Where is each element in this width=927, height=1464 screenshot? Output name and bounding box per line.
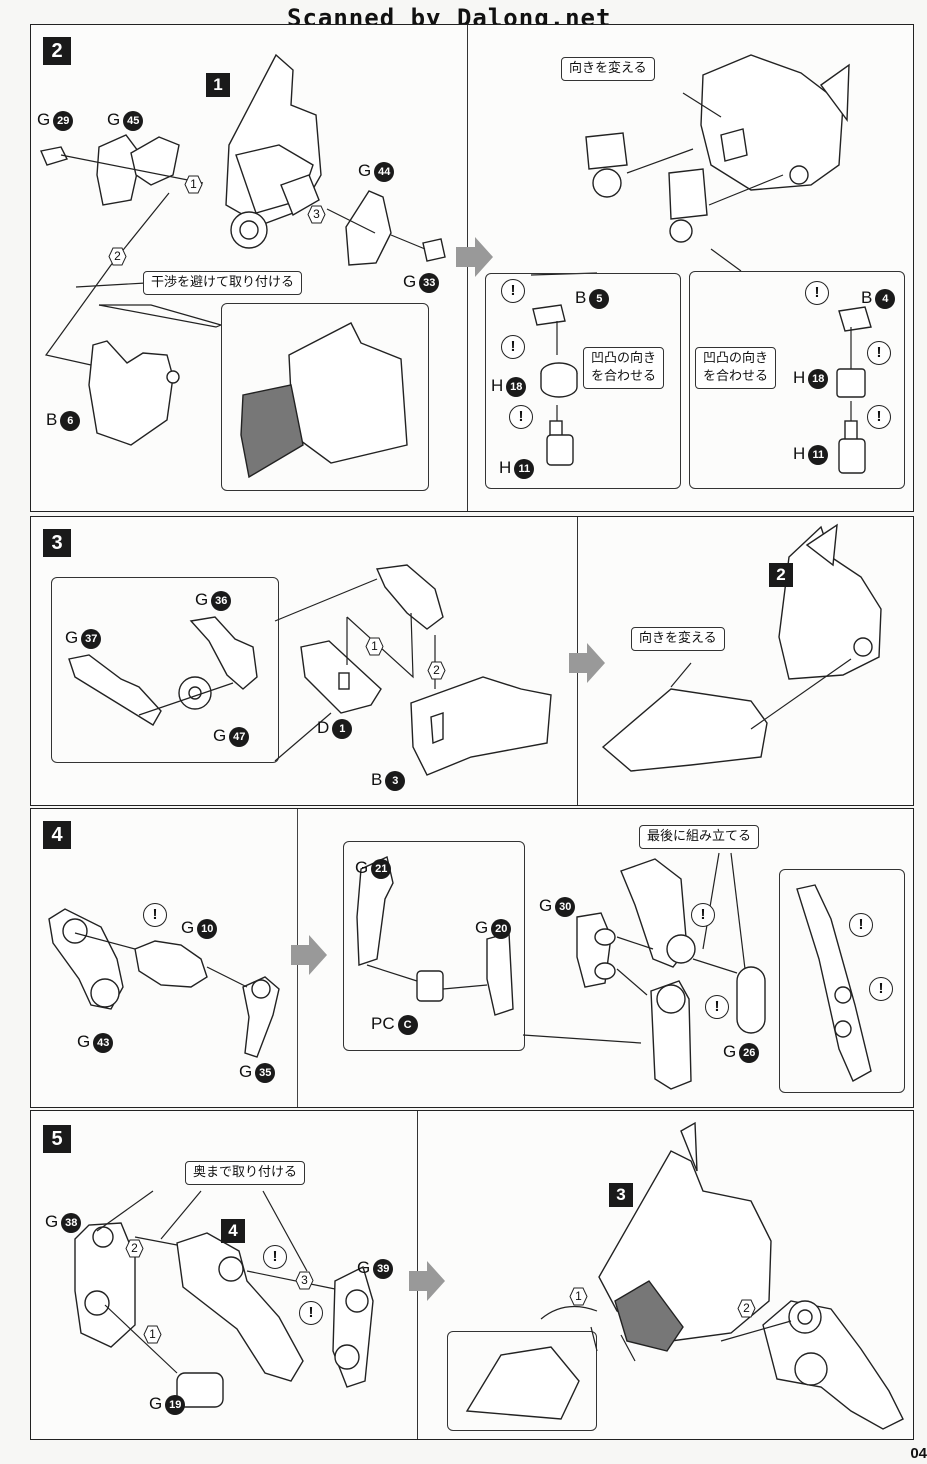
- order-mark-1: 1: [569, 1287, 588, 1306]
- callout-assemble-last: 最後に組み立てる: [639, 825, 760, 849]
- caution-icon: !: [501, 335, 525, 359]
- assembly-badge: 1: [206, 73, 230, 97]
- panel-divider: [467, 25, 468, 511]
- step-badge: 2: [43, 37, 71, 65]
- caution-icon: !: [867, 341, 891, 365]
- caution-icon: !: [299, 1301, 323, 1325]
- detail-box: [447, 1331, 597, 1431]
- callout-change-direction: 向きを変える: [631, 627, 725, 651]
- step-badge: 5: [43, 1125, 71, 1153]
- caution-icon: !: [691, 903, 715, 927]
- callout-insert-fully: 奥まで取り付ける: [185, 1161, 306, 1185]
- step-5-illustration: [74, 1121, 904, 1430]
- order-mark-2: 2: [125, 1239, 144, 1258]
- caution-icon: !: [805, 281, 829, 305]
- step-2-panel: 2: [30, 24, 914, 512]
- assembly-badge: 2: [769, 563, 793, 587]
- assembly-badge: 4: [221, 1219, 245, 1243]
- caution-icon: !: [509, 405, 533, 429]
- order-mark-2: 2: [737, 1299, 756, 1318]
- step-3-illustration: [68, 523, 882, 776]
- callout-align-notches: 凹凸の向き を合わせる: [695, 347, 777, 389]
- callout-change-direction: 向きを変える: [561, 57, 655, 81]
- step-2-illustration: [40, 53, 872, 479]
- detail-box: [51, 577, 279, 763]
- detail-box-left: [485, 273, 681, 489]
- order-mark-1: 1: [143, 1325, 162, 1344]
- detail-box-right: [689, 271, 905, 489]
- caution-icon: !: [143, 903, 167, 927]
- step-5-panel: 5: [30, 1110, 914, 1440]
- step-badge: 4: [43, 821, 71, 849]
- callout-avoid-interference: 干渉を避けて取り付ける: [143, 271, 303, 295]
- step-badge: 3: [43, 529, 71, 557]
- order-mark-1: 1: [184, 175, 203, 194]
- step-4-illustration: [48, 852, 872, 1090]
- detail-box-right: [779, 869, 905, 1093]
- step-4-panel: 4: [30, 808, 914, 1108]
- caution-icon: !: [501, 279, 525, 303]
- caution-icon: !: [869, 977, 893, 1001]
- caution-icon: !: [263, 1245, 287, 1269]
- caution-icon: !: [849, 913, 873, 937]
- order-mark-2: 2: [427, 661, 446, 680]
- order-mark-1: 1: [365, 637, 384, 656]
- order-mark-3: 3: [307, 205, 326, 224]
- assembly-badge: 3: [609, 1183, 633, 1207]
- order-mark-3: 3: [295, 1271, 314, 1290]
- detail-box-center: [343, 841, 525, 1051]
- page-number: 04: [910, 1445, 927, 1462]
- order-mark-2: 2: [108, 247, 127, 266]
- caution-icon: !: [867, 405, 891, 429]
- callout-align-notches: 凹凸の向き を合わせる: [583, 347, 665, 389]
- detail-inset: [221, 303, 429, 491]
- caution-icon: !: [705, 995, 729, 1019]
